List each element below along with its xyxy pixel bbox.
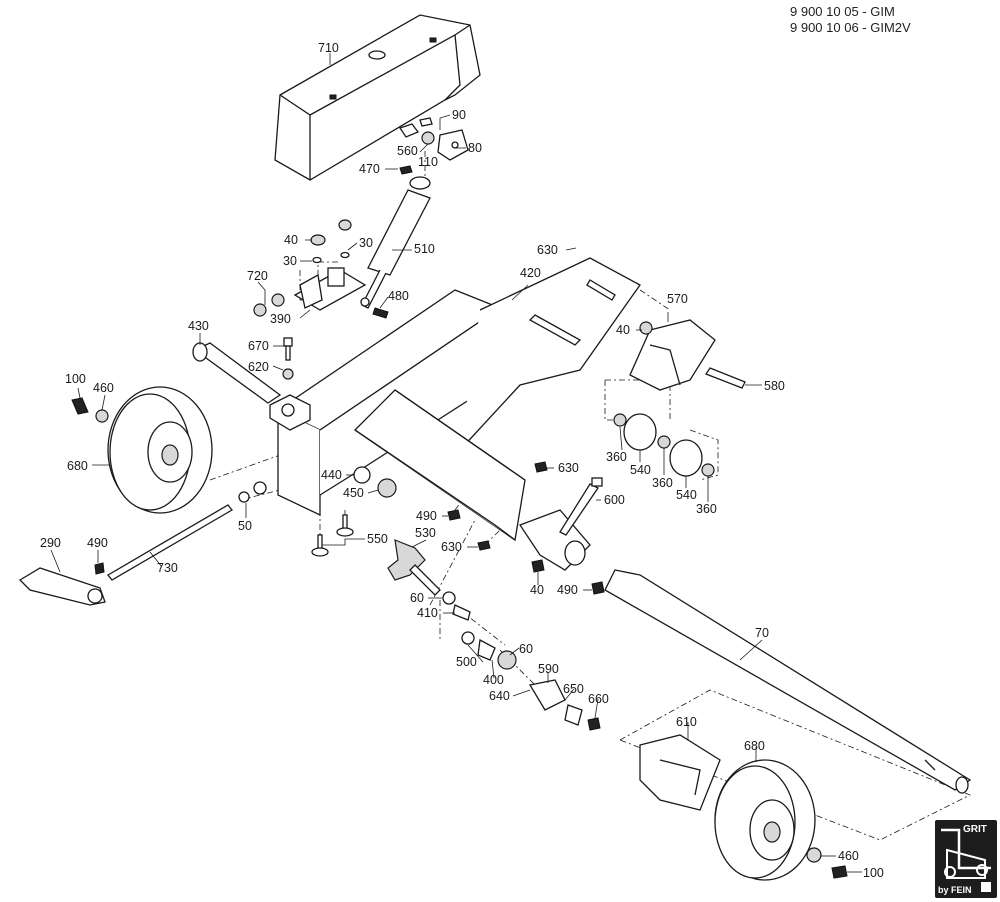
label-630-c: 630 bbox=[441, 540, 462, 554]
label-40-b: 40 bbox=[616, 323, 630, 337]
gas-spring-510 bbox=[360, 176, 431, 309]
label-570: 570 bbox=[667, 292, 688, 306]
washers bbox=[238, 466, 397, 503]
model-codes: 9 900 10 05 - GIM 9 900 10 06 - GIM2V bbox=[790, 4, 990, 36]
label-510: 510 bbox=[414, 242, 435, 256]
guard-610 bbox=[639, 734, 721, 811]
label-450: 450 bbox=[343, 486, 364, 500]
label-500: 500 bbox=[456, 655, 477, 669]
label-90: 90 bbox=[452, 108, 466, 122]
label-730: 730 bbox=[157, 561, 178, 575]
label-80: 80 bbox=[468, 141, 482, 155]
label-400: 400 bbox=[483, 673, 504, 687]
label-630-b: 630 bbox=[558, 461, 579, 475]
label-360-c: 360 bbox=[696, 502, 717, 516]
label-620: 620 bbox=[248, 360, 269, 374]
label-670: 670 bbox=[248, 339, 269, 353]
label-30-b: 30 bbox=[359, 236, 373, 250]
bolt-430 bbox=[192, 342, 282, 404]
label-30-a: 30 bbox=[283, 254, 297, 268]
label-630-a: 630 bbox=[537, 243, 558, 257]
bolt-600 bbox=[534, 461, 603, 536]
label-410: 410 bbox=[417, 606, 438, 620]
label-100-b: 100 bbox=[863, 866, 884, 880]
label-420: 420 bbox=[520, 266, 541, 280]
roller-bracket-570 bbox=[613, 319, 746, 477]
star-knob-530 bbox=[387, 539, 605, 731]
screws-550 bbox=[94, 509, 491, 575]
label-360-b: 360 bbox=[652, 476, 673, 490]
tube-70 bbox=[604, 569, 972, 794]
label-540-b: 540 bbox=[676, 488, 697, 502]
logo-bottom-text: by FEIN bbox=[938, 885, 972, 895]
crank-handle-290 bbox=[18, 504, 233, 606]
label-590: 590 bbox=[538, 662, 559, 676]
label-70: 70 bbox=[755, 626, 769, 640]
label-290: 290 bbox=[40, 536, 61, 550]
label-460-b: 460 bbox=[838, 849, 859, 863]
hinge-bracket-390 bbox=[253, 219, 389, 319]
belt-grinder-icon bbox=[941, 828, 991, 892]
label-640: 640 bbox=[489, 689, 510, 703]
bracket-parts bbox=[398, 117, 469, 175]
label-600: 600 bbox=[604, 493, 625, 507]
label-540-a: 540 bbox=[630, 463, 651, 477]
bolt-670 bbox=[282, 337, 294, 380]
label-60-b: 60 bbox=[519, 642, 533, 656]
leader-lines bbox=[50, 53, 862, 873]
label-550: 550 bbox=[367, 532, 388, 546]
left-wheel-680 bbox=[71, 386, 213, 514]
label-60-a: 60 bbox=[410, 591, 424, 605]
model-code-1: 9 900 10 05 - GIM bbox=[790, 4, 895, 19]
label-680-a: 680 bbox=[67, 459, 88, 473]
label-360-a: 360 bbox=[606, 450, 627, 464]
label-390: 390 bbox=[270, 312, 291, 326]
label-110: 110 bbox=[418, 155, 438, 169]
label-580: 580 bbox=[764, 379, 785, 393]
right-wheel-680 bbox=[714, 759, 848, 881]
label-40-c: 40 bbox=[530, 583, 544, 597]
logo-top-text: GRIT bbox=[963, 824, 987, 835]
label-470: 470 bbox=[359, 162, 380, 176]
label-50: 50 bbox=[238, 519, 252, 533]
part-number-labels: 710 90 80 560 110 470 40 30 30 510 720 4… bbox=[40, 41, 884, 880]
label-530: 530 bbox=[415, 526, 436, 540]
label-490-a: 490 bbox=[416, 509, 437, 523]
label-440: 440 bbox=[321, 468, 342, 482]
grit-logo: GRIT by FEIN bbox=[935, 820, 997, 898]
label-40-a: 40 bbox=[284, 233, 298, 247]
label-680-b: 680 bbox=[744, 739, 765, 753]
label-720: 720 bbox=[247, 269, 268, 283]
label-100-a: 100 bbox=[65, 372, 86, 386]
label-490-c: 490 bbox=[557, 583, 578, 597]
label-460-a: 460 bbox=[93, 381, 114, 395]
label-650: 650 bbox=[563, 682, 584, 696]
top-cover-710 bbox=[274, 14, 481, 181]
label-660: 660 bbox=[588, 692, 609, 706]
label-490-b: 490 bbox=[87, 536, 108, 550]
label-430: 430 bbox=[188, 319, 209, 333]
label-710: 710 bbox=[318, 41, 339, 55]
model-code-2: 9 900 10 06 - GIM2V bbox=[790, 20, 911, 35]
label-560: 560 bbox=[397, 144, 418, 158]
main-frame-420 bbox=[269, 257, 641, 571]
label-610: 610 bbox=[676, 715, 697, 729]
label-480: 480 bbox=[388, 289, 409, 303]
